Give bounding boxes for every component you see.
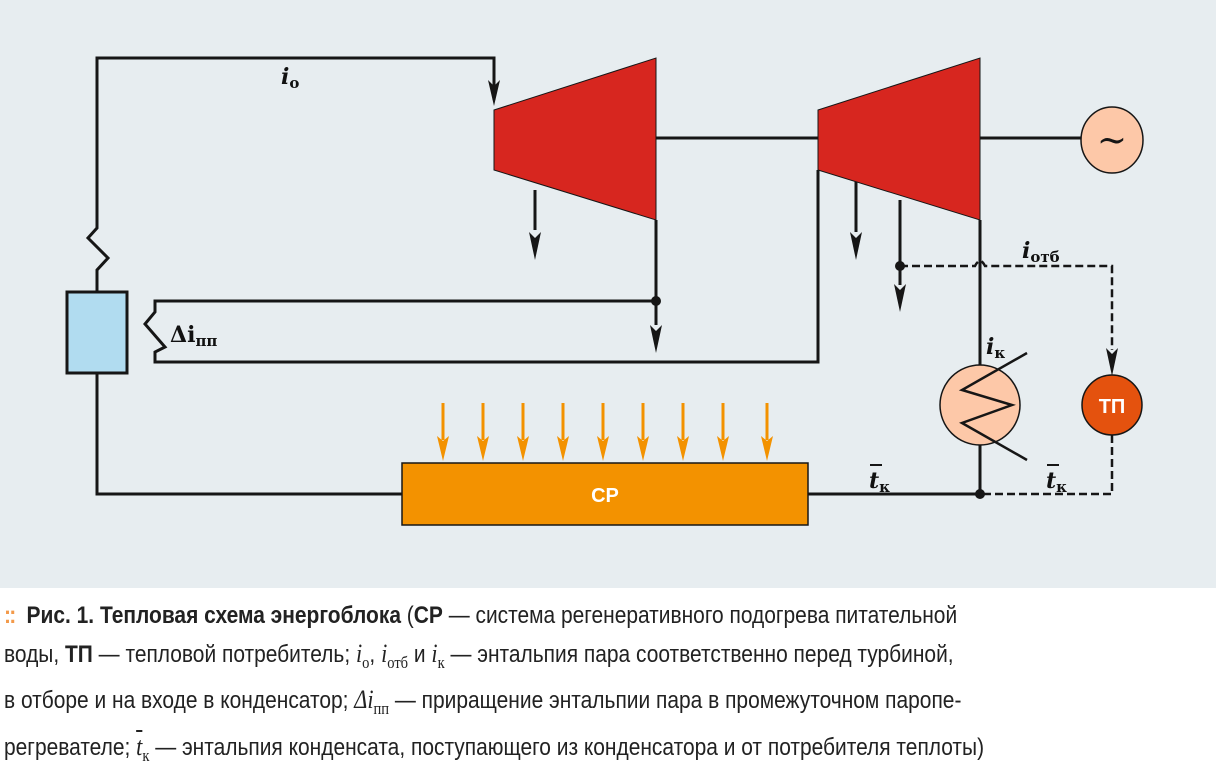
- figure-number: Рис. 1.: [26, 602, 95, 629]
- main-steam-line: [85, 56, 496, 292]
- caption-text: (: [400, 602, 414, 629]
- caption-text: регревателе;: [4, 733, 137, 761]
- condenser-coil: [958, 351, 1028, 462]
- caption-symbol: i: [431, 638, 438, 668]
- arrowhead: [529, 232, 541, 260]
- heat-input-arrowhead: [597, 436, 609, 461]
- heat-input-arrowhead: [717, 436, 729, 461]
- caption-symbol: t: [136, 731, 143, 761]
- caption-text: в отборе и на входе в конденсатор;: [4, 687, 355, 714]
- label-delta-i-pp: Δiпп: [170, 322, 217, 350]
- heat-consumer: [1081, 374, 1143, 436]
- heat-input-arrowhead: [557, 436, 569, 461]
- caption-text: — энтальпия конденсата, поступающего из …: [149, 733, 985, 761]
- condensate-line: [808, 445, 982, 496]
- generator-symbol: ~: [1097, 120, 1127, 161]
- caption-symbol: i: [381, 638, 388, 668]
- junction-dot: [975, 489, 985, 499]
- cp-label: СР: [591, 485, 619, 507]
- thermal-scheme-diagram: ~ СР ТП iо Δiпп iотб iк tк tк: [0, 0, 1216, 588]
- caption-symbol: к: [437, 652, 445, 672]
- feedwater-line: [95, 373, 402, 496]
- caption-text: — приращение энтальпии пара в промежуточ…: [389, 687, 962, 714]
- label-t-k-consumer: tк: [1046, 468, 1067, 496]
- caption-symbol: к: [142, 745, 150, 765]
- regenerative-heating-system: [401, 462, 809, 526]
- reheat-line: [143, 170, 820, 364]
- arrowhead: [894, 284, 906, 312]
- arrowhead: [650, 325, 662, 353]
- caption-text: — тепловой потребитель;: [92, 640, 356, 668]
- label-t-k-condenser: tк: [869, 468, 890, 496]
- heat-input-arrowhead: [637, 436, 649, 461]
- figure-caption: ::Рис. 1. Тепловая схема энергоблока (СР…: [4, 597, 1201, 774]
- condenser: [939, 364, 1021, 446]
- caption-symbol: о: [362, 652, 370, 672]
- heat-input-arrowhead: [677, 436, 689, 461]
- caption-text: и: [408, 640, 432, 668]
- label-i-k: iк: [986, 334, 1005, 362]
- caption-text: СР: [413, 602, 443, 629]
- caption-text: ТП: [65, 640, 93, 668]
- caption-symbol: отб: [387, 652, 409, 672]
- heat-input-arrowhead: [761, 436, 773, 461]
- caption-marker-icon: ::: [4, 602, 16, 629]
- generator: [1080, 106, 1144, 174]
- heat-input-arrowhead: [477, 436, 489, 461]
- caption-text: — система регенеративного подогрева пита…: [442, 602, 958, 629]
- heat-input-arrowhead: [437, 436, 449, 461]
- hp-turbine: [493, 57, 657, 221]
- label-i-o: iо: [281, 64, 299, 92]
- ip-lp-turbine: [817, 57, 981, 221]
- extraction-to-tp-line: [900, 259, 1114, 350]
- boiler: [65, 290, 129, 375]
- caption-text: воды,: [4, 640, 66, 668]
- caption-text: ,: [369, 640, 382, 668]
- arrowhead: [850, 232, 862, 260]
- arrowhead: [1106, 348, 1118, 376]
- tp-return-line: [980, 435, 1114, 496]
- tp-label: ТП: [1099, 396, 1126, 418]
- heat-input-arrowhead: [517, 436, 529, 461]
- caption-symbol: Δi: [354, 685, 374, 714]
- figure-title: Тепловая схема энергоблока: [94, 602, 401, 629]
- junction-dot: [651, 296, 661, 306]
- caption-symbol: i: [355, 638, 363, 668]
- caption-text: — энтальпия пара соответственно перед ту…: [444, 640, 954, 668]
- arrowhead: [488, 80, 500, 106]
- caption-symbol: пп: [373, 699, 390, 718]
- label-i-otb: iотб: [1022, 238, 1060, 266]
